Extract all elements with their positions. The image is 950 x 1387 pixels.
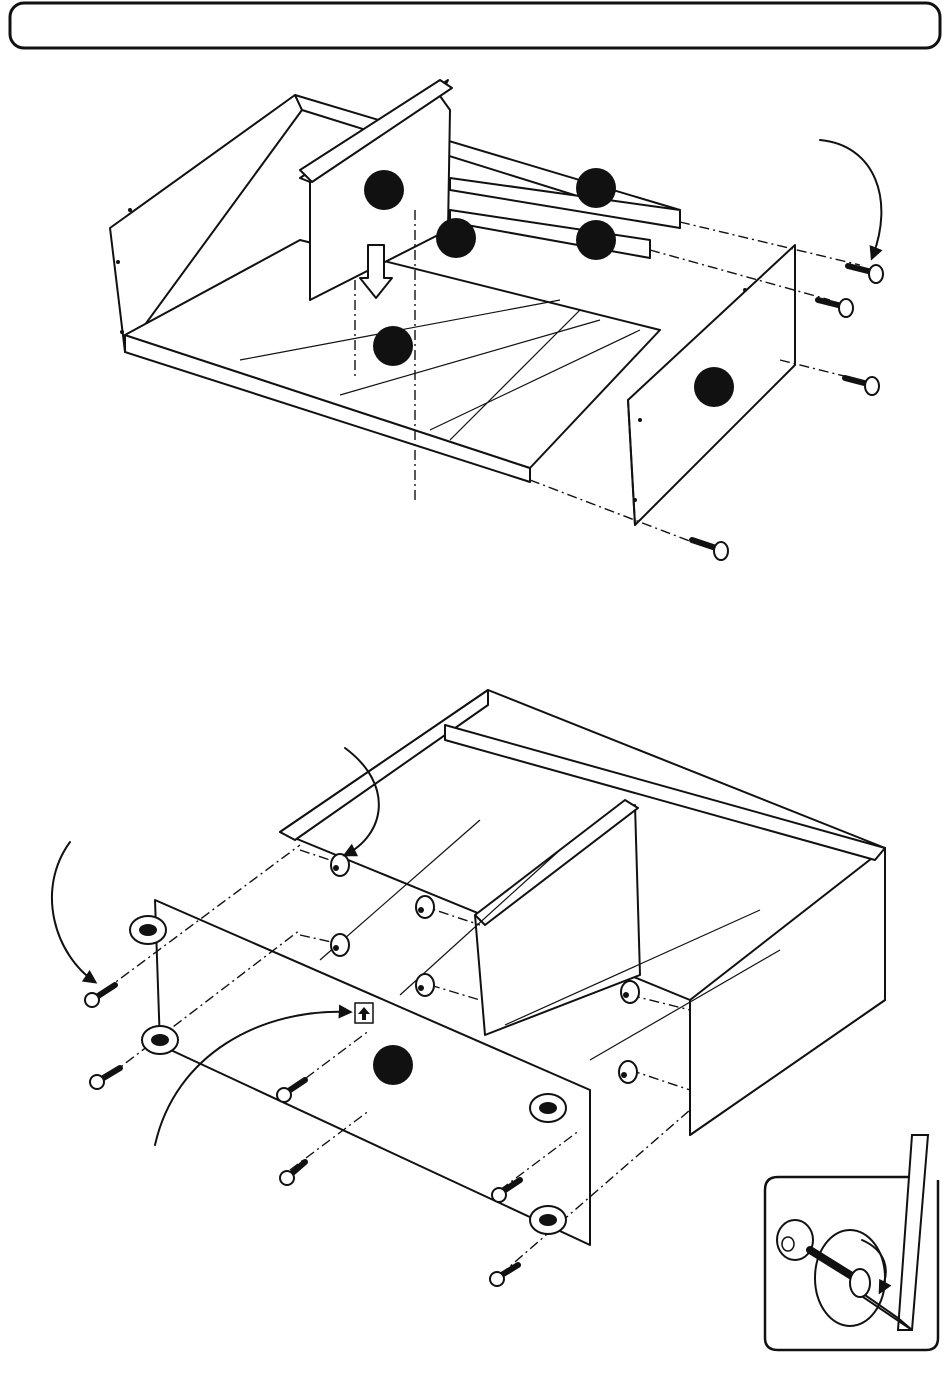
callout-badge — [436, 218, 476, 258]
cam-nut-icon — [621, 981, 639, 1003]
cam-nut-icon — [331, 854, 349, 876]
screw-icon — [848, 265, 883, 283]
screw-icon — [90, 1068, 120, 1089]
callout-badge — [373, 1045, 413, 1085]
cam-nut-icon — [331, 934, 349, 956]
curved-arrow-icon — [52, 842, 95, 982]
cam-nut-icon — [777, 1220, 813, 1260]
callout-badge — [576, 168, 616, 208]
cam-nut-icon — [619, 1061, 637, 1083]
screw-icon — [85, 985, 115, 1007]
caster-icon — [130, 916, 166, 944]
caster-icon — [530, 1094, 566, 1122]
header-bar — [10, 3, 940, 48]
cam-nut-icon — [416, 896, 434, 918]
curved-arrow-icon — [820, 140, 881, 258]
step-bottom-illustration — [52, 690, 885, 1286]
screw-icon — [280, 1162, 305, 1185]
screw-icon — [845, 377, 879, 395]
callout-badge — [373, 326, 413, 366]
callout-badge — [694, 367, 734, 407]
screw-icon — [490, 1265, 518, 1286]
caster-icon — [530, 1206, 566, 1234]
detail-inset — [765, 1135, 938, 1350]
callout-badge — [364, 170, 404, 210]
screw-icon — [692, 540, 728, 560]
cam-nut-icon — [416, 974, 434, 996]
callout-badge — [576, 220, 616, 260]
screw-icon — [818, 299, 853, 317]
step-top-illustration — [110, 80, 883, 560]
caster-icon — [142, 1026, 178, 1054]
